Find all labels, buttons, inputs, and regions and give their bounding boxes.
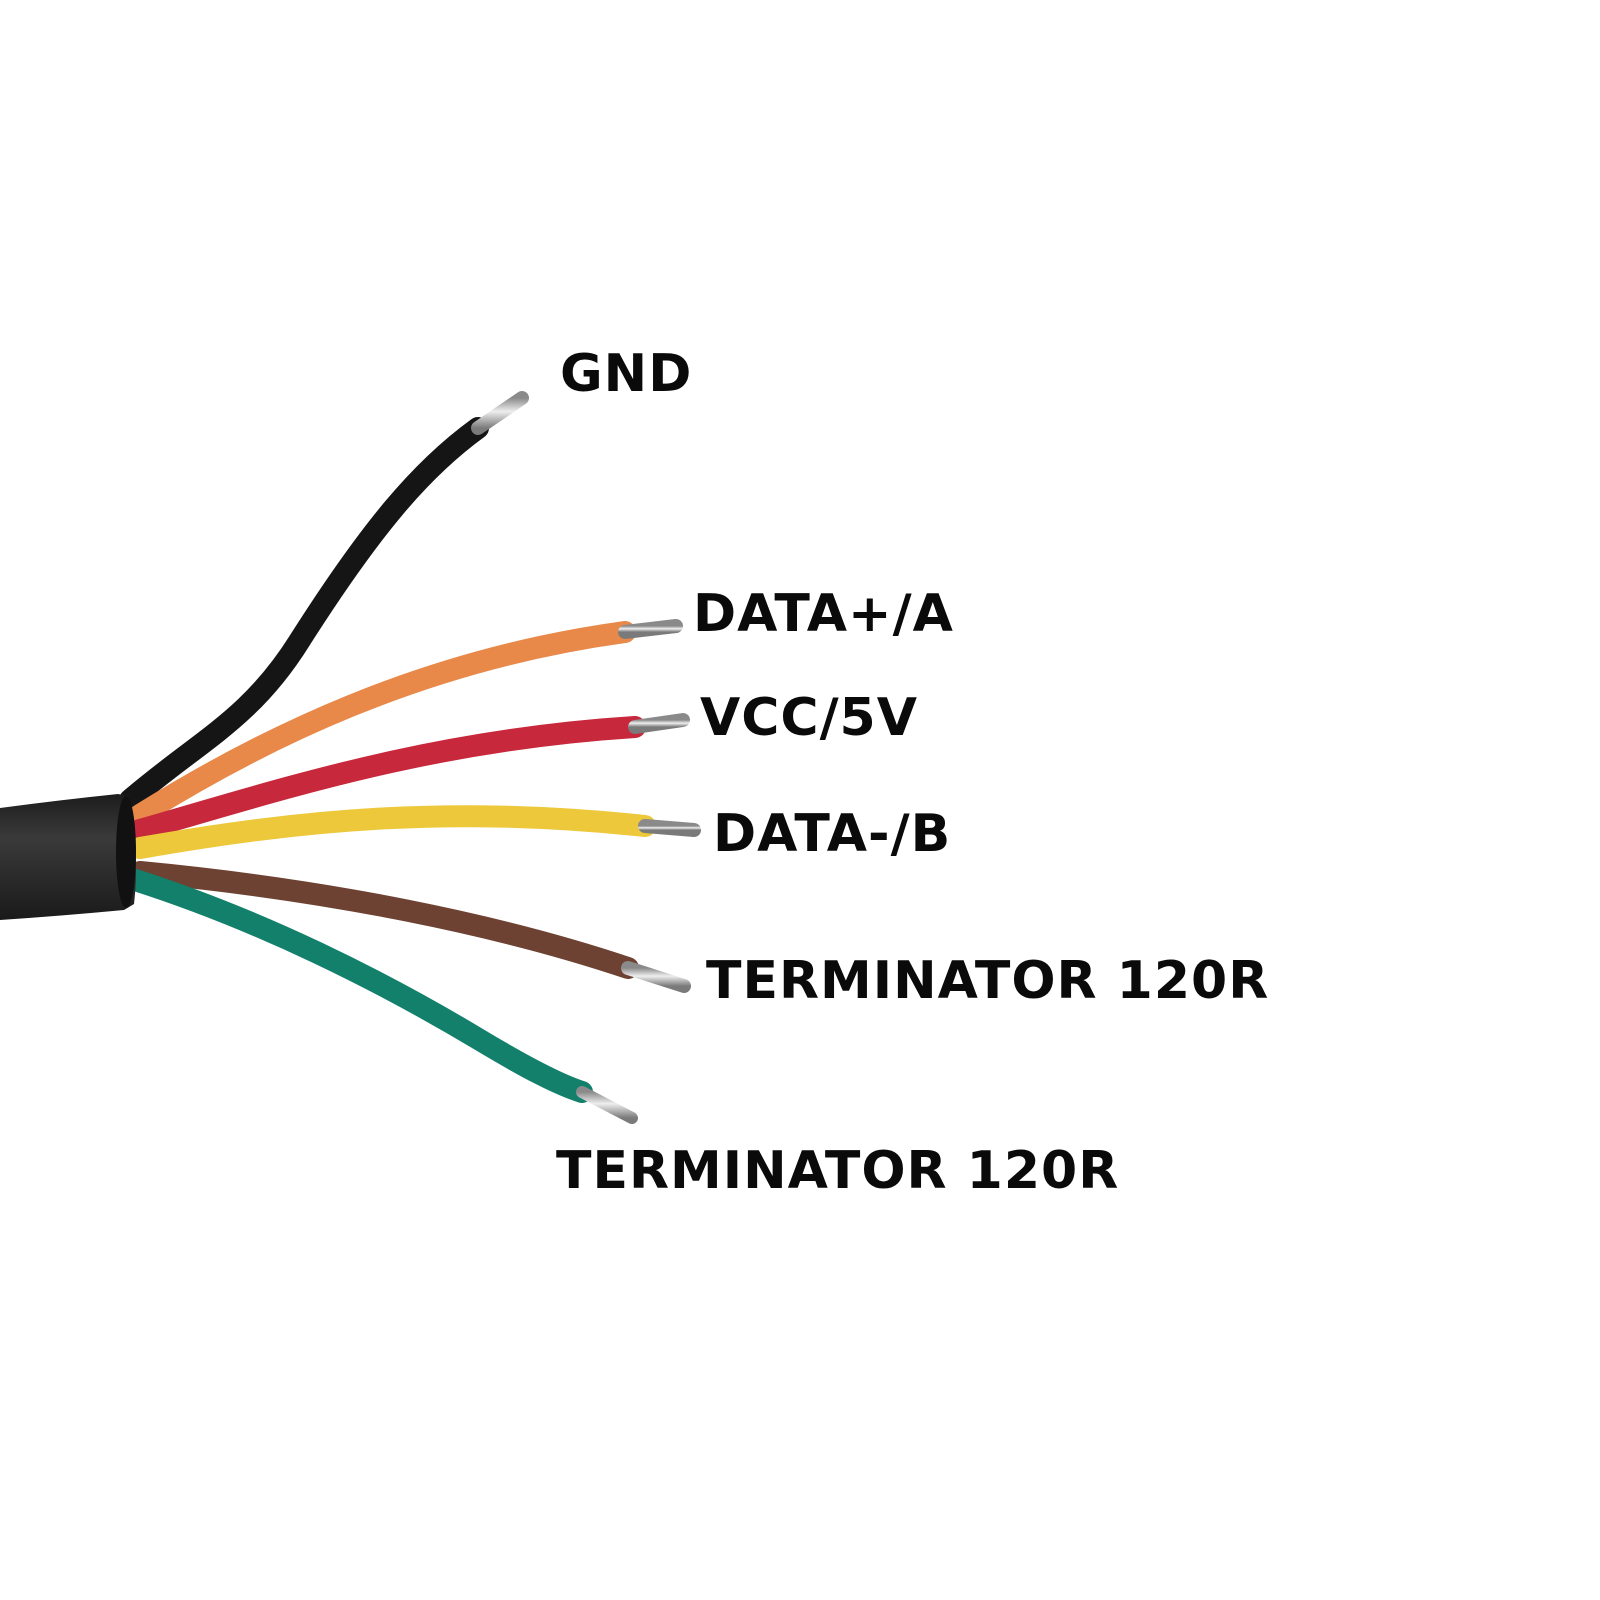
label-gnd: GND bbox=[560, 344, 693, 404]
conductor-tip-terminator-2 bbox=[576, 1086, 638, 1124]
conductor-tip-data-plus bbox=[618, 619, 683, 639]
conductor-tip-terminator-1 bbox=[621, 961, 691, 993]
wire-vcc bbox=[129, 716, 646, 841]
wire-terminator-1 bbox=[129, 861, 639, 979]
label-data-plus: DATA+/A bbox=[693, 584, 954, 644]
conductor-tip-data-minus bbox=[638, 819, 701, 837]
label-terminator-2: TERMINATOR 120R bbox=[556, 1141, 1120, 1201]
wire-data-minus bbox=[129, 805, 656, 859]
label-vcc: VCC/5V bbox=[700, 688, 918, 748]
conductor-tip-vcc bbox=[628, 713, 690, 734]
conductor-tips bbox=[471, 391, 701, 1124]
wire-data-plus bbox=[129, 621, 636, 826]
label-data-minus: DATA-/B bbox=[713, 804, 952, 864]
wire-terminator-2 bbox=[124, 869, 593, 1103]
cable-sheath bbox=[0, 794, 136, 920]
conductor-tip-gnd bbox=[471, 391, 529, 435]
label-terminator-1: TERMINATOR 120R bbox=[706, 951, 1270, 1011]
wire-gnd bbox=[119, 417, 489, 811]
